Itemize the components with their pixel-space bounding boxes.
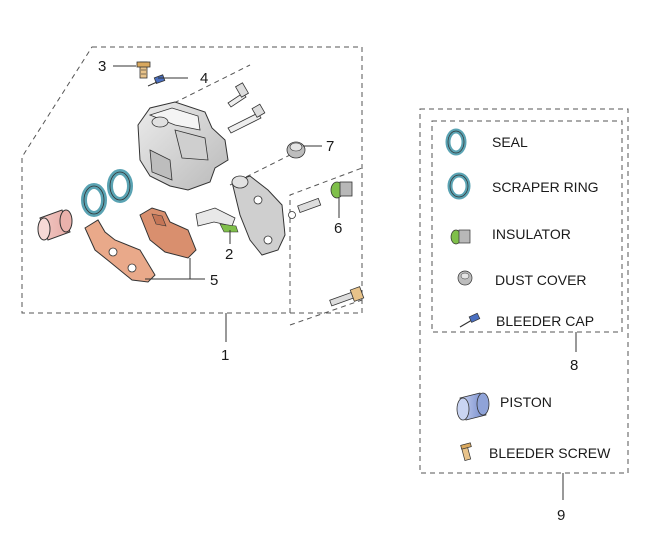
callout-3: 3 <box>98 58 106 75</box>
outer-legend-frame <box>419 108 629 474</box>
brake-pad-right <box>139 207 197 259</box>
bracket-frame-lower <box>289 299 363 326</box>
callout-6: 6 <box>334 220 342 237</box>
legend-label-scraper-ring: SCRAPER RING <box>492 179 599 195</box>
brake-pad-left <box>84 219 156 283</box>
callout-9: 9 <box>557 507 565 524</box>
pad-spring <box>195 207 239 233</box>
insulator <box>330 181 353 199</box>
callout-8: 8 <box>570 357 578 374</box>
callout-1: 1 <box>221 347 229 364</box>
bracket-pin <box>288 197 322 219</box>
caliper-body <box>137 101 229 191</box>
piston <box>37 209 73 241</box>
caliper-bracket <box>231 175 286 256</box>
legend-label-seal: SEAL <box>492 134 528 150</box>
dust-cover-icon <box>457 270 473 286</box>
callout-4: 4 <box>200 70 208 87</box>
seal-ring-2 <box>107 169 133 203</box>
legend-label-bleeder-screw: BLEEDER SCREW <box>489 445 611 461</box>
bleeder-cap <box>147 74 166 87</box>
kit-legend-frame <box>431 120 623 333</box>
scraper-ring-icon <box>447 172 471 200</box>
dust-cover <box>286 141 306 159</box>
bleeder-screw-icon <box>460 442 472 461</box>
bleeder-screw <box>136 61 151 79</box>
mounting-bolt <box>329 286 365 307</box>
callout-5: 5 <box>210 272 218 289</box>
legend-label-dust-cover: DUST COVER <box>495 272 587 288</box>
legend-label-piston: PISTON <box>500 394 552 410</box>
legend-label-insulator: INSULATOR <box>492 226 571 242</box>
seal-ring-1 <box>81 183 107 217</box>
legend-label-bleeder-cap: BLEEDER CAP <box>496 313 594 329</box>
bracket-frame <box>289 167 363 313</box>
callout-7: 7 <box>326 138 334 155</box>
bleeder-cap-icon <box>459 312 481 328</box>
insulator-icon <box>450 229 471 245</box>
slide-pin-upper <box>227 82 250 108</box>
piston-icon <box>456 392 490 421</box>
slide-pin-lower <box>227 103 266 134</box>
assembly-frame <box>21 46 363 314</box>
seal-icon <box>445 128 467 156</box>
callout-2: 2 <box>225 246 233 263</box>
